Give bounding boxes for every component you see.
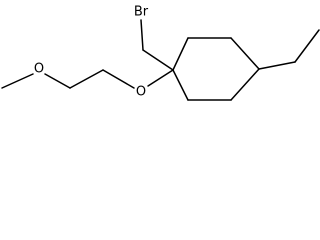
ring-bond-c6-c1: [172, 69, 189, 101]
ring-bond-c1-c2: [172, 37, 189, 71]
ring-bond-c3-c4: [230, 37, 260, 70]
bond-ch2-methoxy-oxygen: [44, 73, 71, 89]
structure-diagram: Br O O: [0, 0, 320, 108]
bond-ch2-ch2: [69, 69, 104, 89]
ring-bond-c4-c5: [230, 68, 260, 101]
methoxy-oxygen-label: O: [34, 62, 44, 77]
bond-ch2-quaternary-carbon: [142, 49, 174, 71]
bond-oxygen-ch2: [102, 69, 135, 89]
bond-ring-ethyl: [258, 61, 296, 70]
skeletal-formula: Br O O: [1, 5, 320, 101]
bond-ethyl-methyl: [294, 29, 320, 63]
bond-br-ch2: [140, 19, 144, 51]
ether-oxygen-label: O: [136, 85, 146, 100]
bond-quaternary-carbon-oxygen: [147, 69, 174, 87]
bromine-label: Br: [134, 5, 149, 20]
bond-methoxy-oxygen-methyl: [1, 73, 34, 89]
